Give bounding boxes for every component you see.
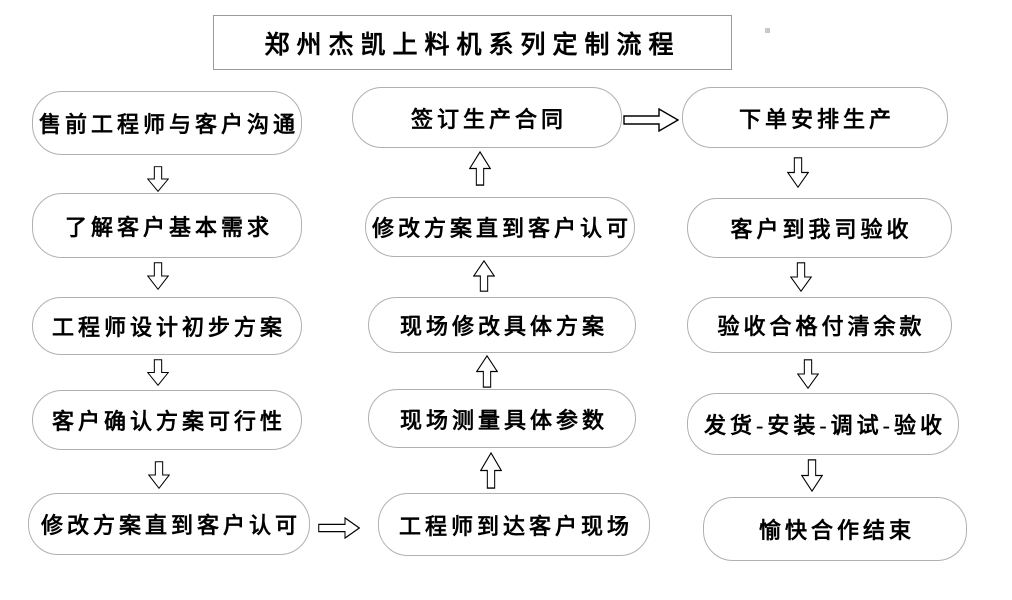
right-arrow-icon [318, 517, 360, 539]
flow-step-left-2: 了解客户基本需求 [32, 193, 302, 258]
down-arrow-icon [147, 359, 169, 386]
down-arrow-icon [148, 461, 170, 489]
flow-step-label: 客户到我司验收 [730, 217, 913, 242]
flow-step-label: 了解客户基本需求 [64, 214, 273, 240]
flow-step-label: 现场测量具体参数 [399, 407, 608, 433]
down-arrow-icon [801, 459, 823, 492]
flowchart-title-box: 郑州杰凯上料机系列定制流程 [213, 15, 732, 70]
down-arrow-icon [790, 262, 812, 292]
down-arrow-icon [787, 157, 809, 188]
flow-step-left-1: 售前工程师与客户沟通 [32, 91, 302, 155]
flow-step-label: 现场修改具体方案 [399, 314, 608, 339]
flow-step-label: 发货-安装-调试-验收 [704, 413, 946, 438]
up-arrow-icon [469, 151, 491, 186]
up-arrow-icon [473, 260, 495, 292]
flow-step-middle-5: 工程师到达客户现场 [378, 493, 650, 556]
flow-step-label: 修改方案直到客户认可 [40, 513, 301, 538]
flow-step-right-5: 愉快合作结束 [703, 497, 967, 561]
artifact-dot [765, 28, 770, 33]
flow-step-left-5: 修改方案直到客户认可 [28, 493, 310, 555]
flow-step-label: 工程师到达客户现场 [398, 513, 633, 539]
flow-step-label: 验收合格付清余款 [717, 314, 926, 339]
flow-step-label: 签订生产合同 [410, 106, 567, 132]
flow-step-label: 愉快合作结束 [758, 518, 915, 543]
right-arrow-icon [623, 108, 679, 132]
flow-step-middle-2: 修改方案直到客户认可 [365, 197, 635, 257]
flow-step-left-3: 工程师设计初步方案 [32, 297, 302, 355]
flow-step-middle-1: 签订生产合同 [352, 87, 622, 148]
up-arrow-icon [476, 355, 498, 388]
flow-step-left-4: 客户确认方案可行性 [32, 390, 302, 450]
flow-step-right-3: 验收合格付清余款 [687, 297, 952, 353]
flow-step-label: 客户确认方案可行性 [51, 409, 286, 434]
flow-step-label: 售前工程师与客户沟通 [38, 112, 299, 137]
down-arrow-icon [797, 359, 819, 389]
flow-step-right-2: 客户到我司验收 [687, 198, 952, 258]
up-arrow-icon [480, 452, 502, 489]
flow-step-middle-3: 现场修改具体方案 [368, 297, 636, 353]
flow-step-label: 修改方案直到客户认可 [371, 216, 632, 241]
flowchart-title: 郑州杰凯上料机系列定制流程 [264, 31, 681, 59]
flow-step-label: 工程师设计初步方案 [51, 315, 286, 340]
flow-step-middle-4: 现场测量具体参数 [368, 389, 636, 448]
flow-step-right-1: 下单安排生产 [682, 87, 948, 148]
flow-step-label: 下单安排生产 [738, 106, 895, 132]
down-arrow-icon [147, 166, 169, 192]
down-arrow-icon [147, 262, 169, 290]
flow-step-right-4: 发货-安装-调试-验收 [687, 393, 959, 455]
